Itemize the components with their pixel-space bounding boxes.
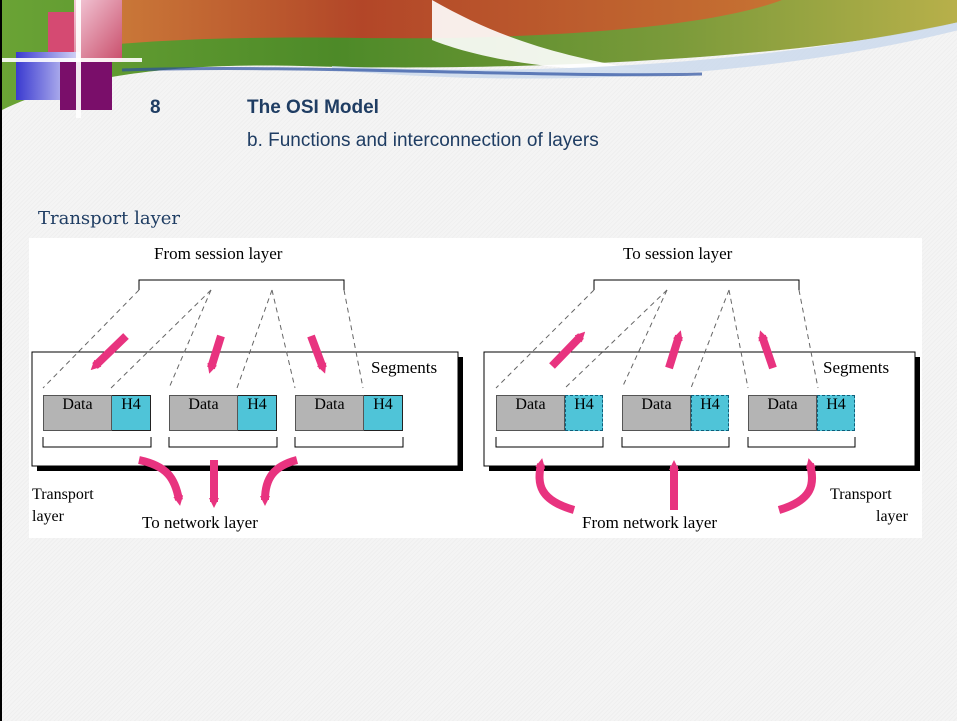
sender-side-label-1: Transport [32,486,94,503]
receiver-segment-header: H4 [691,395,729,431]
slide-subtitle: b. Functions and interconnection of laye… [247,130,599,151]
sender-segments-label: Segments [371,358,438,377]
sender-arrows-out [138,456,299,508]
receiver-side-label-2: layer [876,508,908,525]
sender-segment-header: H4 [112,395,151,431]
sender-side-label-2: layer [32,508,64,525]
slide-banner [2,0,957,118]
receiver-segment-data: Data [622,395,691,431]
sender-top-label: From session layer [154,244,283,263]
receiver-segment-header: H4 [565,395,603,431]
slide-title: The OSI Model [247,97,379,118]
sender-segment-data: Data [295,395,364,431]
receiver-segments-label: Segments [823,358,890,377]
receiver-top-label: To session layer [623,244,733,263]
receiver-segment-data: Data [748,395,817,431]
receiver-segment-header: H4 [817,395,855,431]
receiver-segment-data: Data [496,395,565,431]
sender-segment-data: Data [43,395,112,431]
receiver-top-bracket [593,279,800,290]
sender-bottom-label: To network layer [142,513,258,532]
sender-segment-data: Data [169,395,238,431]
sender-top-bracket [138,279,345,290]
receiver-fan-lines [495,289,819,389]
receiver-bottom-label: From network layer [582,513,718,532]
sender-fan-lines [42,289,364,389]
slide-number: 8 [150,97,161,118]
figure-graphics [31,279,920,514]
sender-bottom-brackets [42,437,404,448]
sender-arrows-in [90,333,327,374]
receiver-arrows-in [535,458,817,514]
receiver-side-label-1: Transport [830,486,892,503]
receiver-arrows-out [549,330,777,370]
section-heading: Transport layer [38,208,181,229]
transport-layer-figure: From session layer Segments To network l… [29,238,922,538]
sender-segment-header: H4 [364,395,403,431]
receiver-bottom-brackets [495,437,856,448]
sender-segment-header: H4 [238,395,277,431]
